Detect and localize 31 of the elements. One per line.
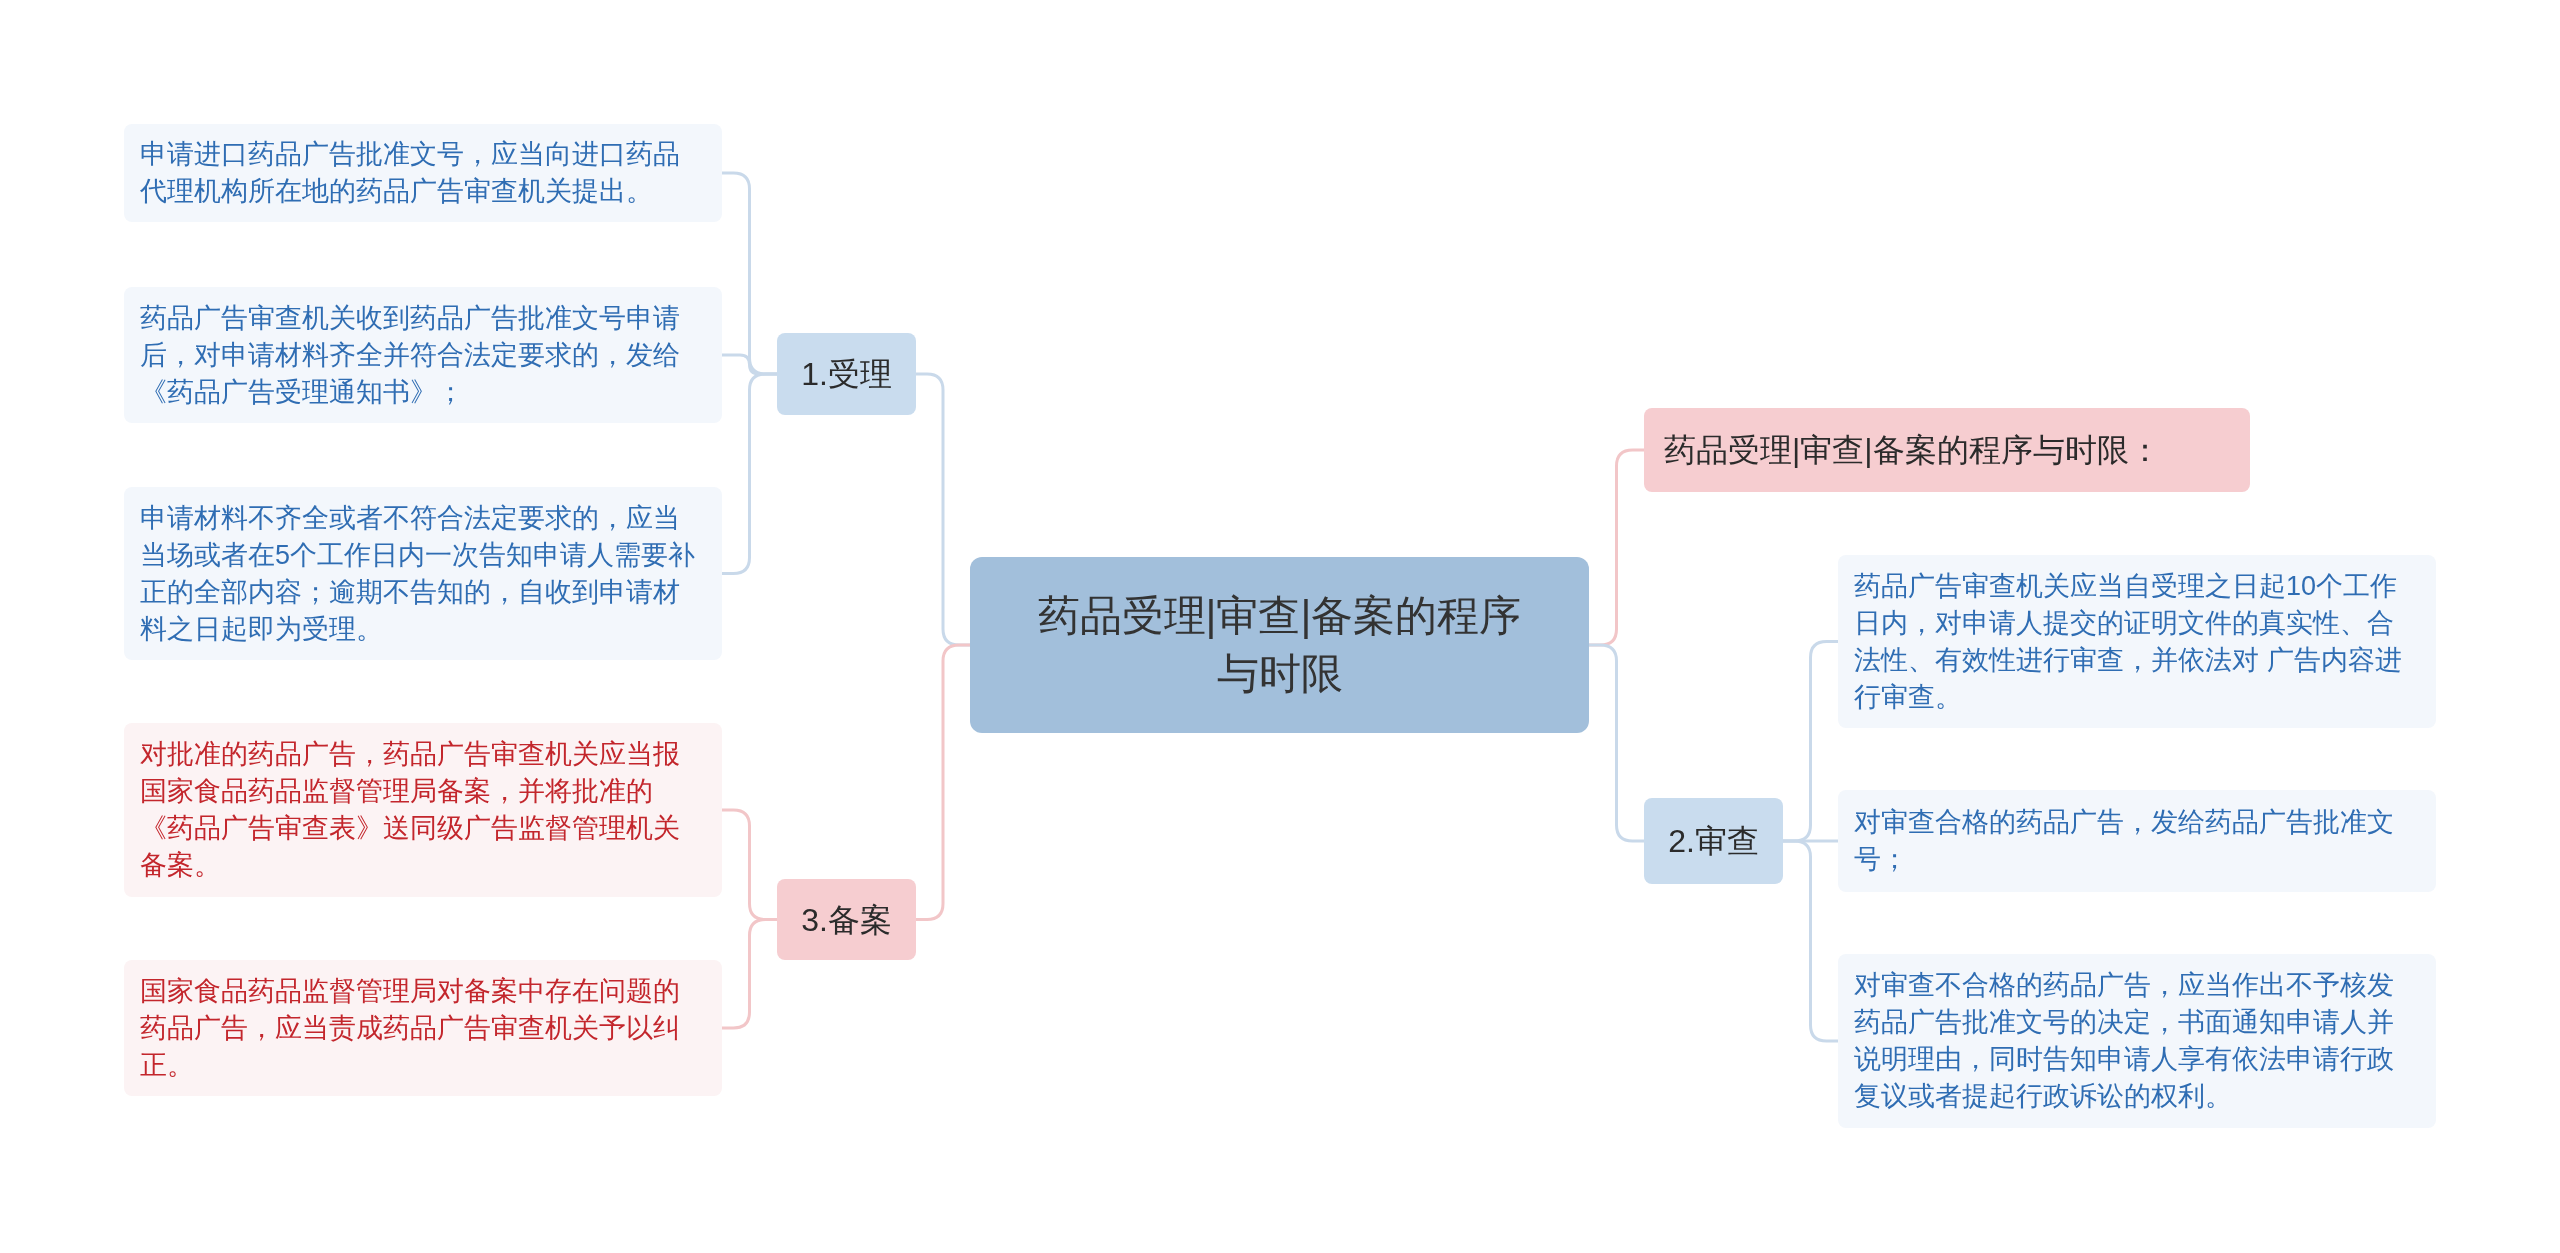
note-text: 药品广告审查机关收到药品广告批准文号申请后，对申请材料齐全并符合法定要求的，发给《药品广告受理通知书》； bbox=[140, 301, 681, 409]
note-text: 申请材料不齐全或者不符合法定要求的，应当当场或者在5个工作日内一次告知申请人需要补正的全部内容；逾期不告知的，自收到申请材料之日起即为受理。 bbox=[140, 501, 697, 646]
connector-line bbox=[720, 372, 779, 575]
note-card bbox=[124, 124, 722, 222]
note-text: 药品广告审查机关应当自受理之日起10个工作日内，对申请人提交的证明文件的真实性、合法性、有效性进行审查，并依法对 广告内容进行审查。 bbox=[1854, 569, 2403, 714]
note-card bbox=[1838, 555, 2436, 728]
branch-box bbox=[1644, 408, 2250, 492]
branch-label: 3.备案 bbox=[801, 900, 892, 940]
branch-label: 2.审查 bbox=[1668, 822, 1759, 861]
connector-line bbox=[1587, 643, 1646, 843]
note-text: 对批准的药品广告，药品广告审查机关应当报国家食品药品监督管理局备案，并将批准的《药品广告审查表》送同级广告监督管理机关备案。 bbox=[140, 738, 681, 882]
branch-label: 1.受理 bbox=[801, 355, 892, 394]
note-text: 国家食品药品监督管理局对备案中存在问题的药品广告，应当责成药品广告审查机关予以纠正。 bbox=[140, 974, 681, 1082]
note-card bbox=[124, 487, 722, 660]
note-card bbox=[124, 287, 722, 423]
note-card bbox=[1838, 790, 2436, 892]
note-card bbox=[124, 960, 722, 1096]
branch-label: 药品受理|审查|备案的程序与时限： bbox=[1664, 431, 2161, 470]
branch-box bbox=[777, 333, 916, 415]
central-topic-text: 药品受理|审查|备案的程序与时限 bbox=[1036, 591, 1523, 699]
note-card bbox=[1838, 954, 2436, 1128]
central-topic-box bbox=[970, 557, 1589, 733]
branch-box bbox=[777, 879, 916, 960]
connector-line bbox=[720, 918, 779, 1030]
note-text: 对审查合格的药品广告，发给药品广告批准文号； bbox=[1854, 806, 2395, 876]
connector-line bbox=[914, 643, 972, 921]
branch-box bbox=[1644, 798, 1783, 884]
note-text: 申请进口药品广告批准文号，应当向进口药品代理机构所在地的药品广告审查机关提出。 bbox=[140, 138, 681, 208]
note-text: 对审查不合格的药品广告，应当作出不予核发药品广告批准文号的决定，书面通知申请人并说明理由，同时告知申请人享有依法申请行政复议或者提起行政诉讼的权利。 bbox=[1854, 969, 2395, 1113]
note-card bbox=[124, 723, 722, 897]
connector-line bbox=[1781, 839, 1840, 1043]
